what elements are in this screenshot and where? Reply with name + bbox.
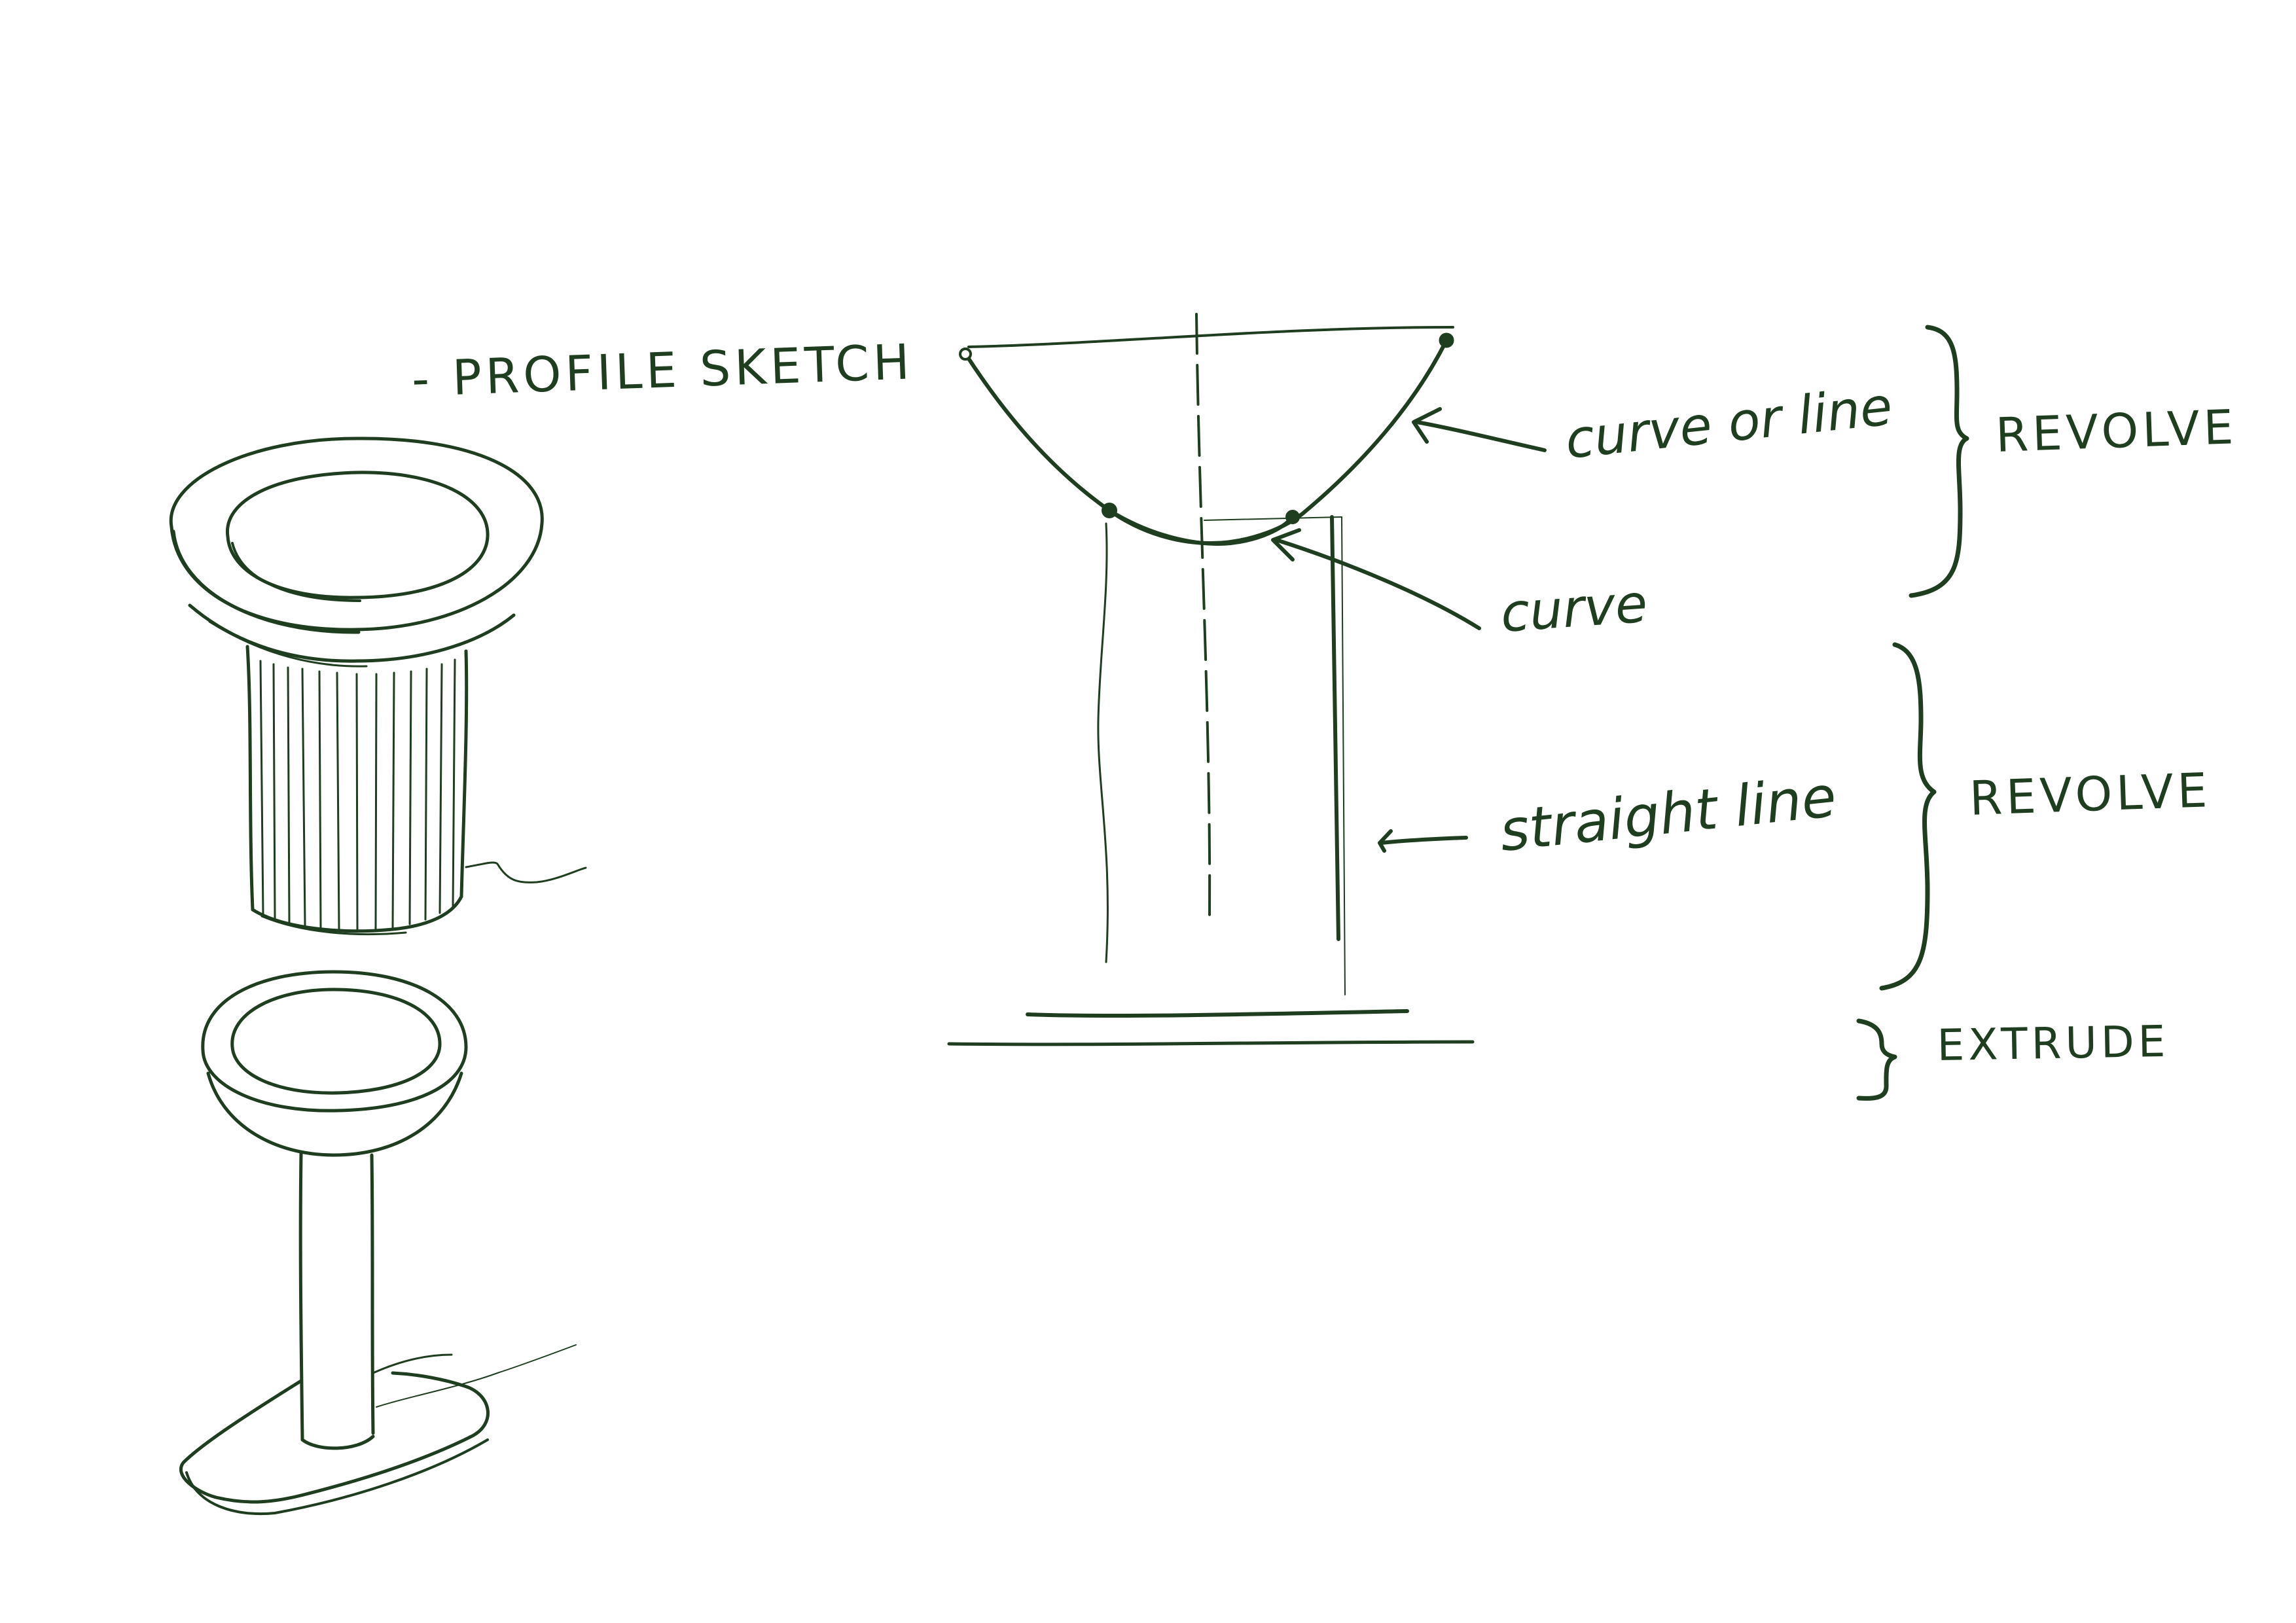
label-revolve-top: REVOLVE — [1995, 399, 2238, 463]
inner-rim — [225, 471, 490, 599]
brace-revolve-top — [1909, 325, 1969, 598]
column-left-edge — [245, 645, 255, 912]
column-right-edge — [459, 649, 469, 899]
profile-top-line — [967, 326, 1454, 348]
brace-revolve-middle — [1879, 642, 1937, 991]
control-point — [1102, 503, 1117, 518]
profile-sketch-diagram — [947, 313, 1475, 1046]
control-point — [1439, 332, 1454, 348]
label-curve: curve — [1499, 573, 1649, 644]
control-point — [1285, 510, 1300, 524]
label-extrude: EXTRUDE — [1937, 1016, 2170, 1071]
label-curve-or-line: curve or line — [1562, 376, 1895, 471]
profile-inner-curve — [1107, 508, 1295, 546]
base-plate — [179, 1371, 490, 1504]
profile-base-bottom — [947, 1040, 1475, 1046]
stem-left-edge — [298, 1151, 304, 1442]
stem-right-edge — [370, 1153, 375, 1435]
lower-outer-rim — [201, 970, 468, 1113]
labels: - PROFILE SKETCH curve or line curve str… — [411, 334, 2238, 1071]
annotation-braces — [1856, 325, 1969, 1101]
arrow-curve — [1274, 538, 1481, 630]
profile-outer-curve — [965, 338, 1448, 545]
profile-centre-axis — [1195, 313, 1211, 918]
lower-inner-rim — [230, 988, 442, 1095]
label-profile-sketch: - PROFILE SKETCH — [411, 334, 914, 408]
profile-column-right — [1330, 515, 1340, 941]
brace-extrude — [1856, 1018, 1897, 1101]
ground-shadow-upper — [465, 861, 587, 883]
label-revolve-middle: REVOLVE — [1969, 762, 2212, 826]
annotation-arrows — [1271, 407, 1547, 853]
label-straight-line: straight line — [1497, 764, 1839, 865]
control-point — [959, 348, 972, 361]
upper-part-3d-sketch — [169, 437, 587, 936]
column-flutes — [259, 658, 456, 932]
arrow-curve-or-line — [1415, 420, 1547, 452]
ground-shadow-lower — [376, 1344, 577, 1408]
profile-column-left — [1097, 522, 1109, 963]
profile-base-top — [1026, 1009, 1409, 1018]
lower-part-3d-sketch — [179, 970, 577, 1516]
arrow-straight-line — [1379, 836, 1468, 845]
